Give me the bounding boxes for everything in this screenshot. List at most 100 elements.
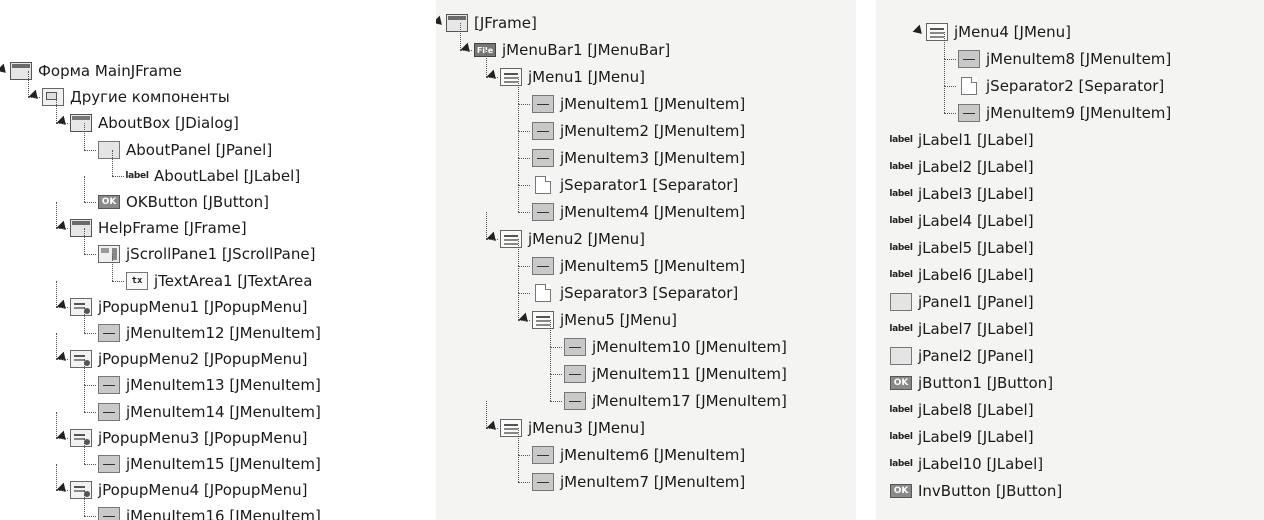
tree-connector-line xyxy=(550,347,562,348)
tree-node[interactable]: jSeparator3 [Separator] xyxy=(532,280,738,306)
tree-connector-line xyxy=(486,239,498,240)
tree-node[interactable]: HelpFrame [JFrame] xyxy=(70,215,247,241)
tree-node[interactable]: jMenuItem11 [JMenuItem] xyxy=(564,361,787,387)
expand-toggle-icon[interactable] xyxy=(486,420,500,434)
tree-node[interactable]: jMenuItem10 [JMenuItem] xyxy=(564,334,787,360)
tree-node[interactable]: jPopupMenu3 [JPopupMenu] xyxy=(70,425,307,451)
expand-toggle-icon[interactable] xyxy=(56,351,70,365)
label-icon: label xyxy=(889,243,913,253)
tree-node[interactable]: jPanel1 [JPanel] xyxy=(890,289,1034,315)
tree-node[interactable]: jPanel2 [JPanel] xyxy=(890,343,1034,369)
tree-connector-line xyxy=(518,455,530,456)
tree-node[interactable]: jScrollPane1 [JScrollPane] xyxy=(98,241,315,267)
button-icon: OK xyxy=(98,195,120,209)
tree-node[interactable]: jSeparator1 [Separator] xyxy=(532,172,738,198)
tree-node[interactable]: label jLabel6 [JLabel] xyxy=(889,262,1034,288)
tree-connector-line xyxy=(944,113,956,114)
tree-node[interactable]: AboutBox [JDialog] xyxy=(70,110,239,136)
tree-connector-line xyxy=(84,385,85,412)
tree-node[interactable]: [JFrame] xyxy=(446,10,537,36)
tree-connector-line xyxy=(518,185,519,212)
tree-node[interactable]: jSeparator2 [Separator] xyxy=(958,73,1164,99)
tree-connector-line xyxy=(550,320,551,347)
tree-node[interactable]: jMenuItem14 [JMenuItem] xyxy=(98,399,321,425)
menu-icon xyxy=(500,419,522,437)
tree-connector-line xyxy=(550,374,551,401)
tree-node[interactable]: jMenuItem7 [JMenuItem] xyxy=(532,469,745,495)
tree-node[interactable]: jMenuItem15 [JMenuItem] xyxy=(98,451,321,477)
tree-node[interactable]: jPopupMenu2 [JPopupMenu] xyxy=(70,346,307,372)
tree-node[interactable]: jMenuItem3 [JMenuItem] xyxy=(532,145,745,171)
menu-item-icon xyxy=(958,50,980,68)
expand-toggle-icon[interactable] xyxy=(486,69,500,83)
frame-icon xyxy=(70,219,92,238)
tree-node[interactable]: jMenuItem5 [JMenuItem] xyxy=(532,253,745,279)
expand-toggle-icon[interactable] xyxy=(56,430,70,444)
tree-node[interactable]: jMenuItem2 [JMenuItem] xyxy=(532,118,745,144)
tree-node[interactable]: jPopupMenu4 [JPopupMenu] xyxy=(70,477,307,503)
expand-toggle-icon[interactable] xyxy=(56,220,70,234)
tree-node-label: jSeparator1 [Separator] xyxy=(560,176,739,194)
label-icon: label xyxy=(889,162,913,172)
expand-toggle-icon[interactable] xyxy=(56,116,70,129)
expand-toggle-icon[interactable] xyxy=(0,63,10,77)
tree-connector-line xyxy=(84,175,85,202)
tree-node[interactable]: jMenu4 [JMenu] xyxy=(926,19,1071,45)
expand-toggle-icon[interactable] xyxy=(28,89,42,103)
text-area-icon: tx xyxy=(126,271,148,290)
expand-toggle-icon[interactable] xyxy=(56,482,70,496)
tree-node[interactable]: Другие компоненты xyxy=(42,84,230,110)
expand-toggle-icon[interactable] xyxy=(486,231,500,245)
tree-node[interactable]: Форма MainJFrame xyxy=(10,58,182,84)
tree-connector-line xyxy=(518,293,519,320)
tree-node-label: jLabel6 [JLabel] xyxy=(918,266,1034,284)
tree-node[interactable]: jMenu3 [JMenu] xyxy=(500,415,645,441)
tree-node[interactable]: jMenuItem17 [JMenuItem] xyxy=(564,388,787,414)
expand-toggle-icon[interactable] xyxy=(56,299,70,313)
tree-node[interactable]: jMenu1 [JMenu] xyxy=(500,64,645,90)
tree-node-label: InvButton [JButton] xyxy=(918,482,1063,500)
tree-node[interactable]: jMenuItem8 [JMenuItem] xyxy=(958,46,1171,72)
expand-toggle-icon[interactable] xyxy=(912,24,926,38)
tree-node[interactable]: jMenuItem1 [JMenuItem] xyxy=(532,91,745,117)
tree-node[interactable]: jMenuItem9 [JMenuItem] xyxy=(958,100,1171,126)
tree-node[interactable]: jMenuItem4 [JMenuItem] xyxy=(532,199,745,225)
label-icon: label xyxy=(889,270,913,280)
tree-connector-line xyxy=(518,212,530,213)
label-icon: label xyxy=(889,432,913,442)
label-icon: label xyxy=(889,135,913,145)
menu-item-icon xyxy=(532,95,554,113)
menu-icon xyxy=(500,68,522,86)
tree-node[interactable]: jMenuItem12 [JMenuItem] xyxy=(98,320,321,346)
expand-toggle-icon[interactable] xyxy=(436,15,446,29)
tree-node[interactable]: jMenuItem16 [JMenuItem] xyxy=(98,503,321,520)
tree-connector-line xyxy=(518,266,519,293)
tree-node[interactable]: jMenuItem6 [JMenuItem] xyxy=(532,442,745,468)
expand-toggle-icon[interactable] xyxy=(460,42,474,56)
menu-item-icon xyxy=(532,257,554,275)
tree-node[interactable]: AboutPanel [JPanel] xyxy=(98,137,272,163)
expand-toggle-icon[interactable] xyxy=(518,312,532,326)
tree-node-label: jPanel2 [JPanel] xyxy=(918,347,1034,365)
tree-node[interactable]: jMenuItem13 [JMenuItem] xyxy=(98,372,321,398)
tree-node[interactable]: jMenu5 [JMenu] xyxy=(532,307,677,333)
tree-node[interactable]: jPopupMenu1 [JPopupMenu] xyxy=(70,294,307,320)
tree-connector-line xyxy=(518,293,530,294)
tree-node[interactable]: jMenu2 [JMenu] xyxy=(500,226,645,252)
